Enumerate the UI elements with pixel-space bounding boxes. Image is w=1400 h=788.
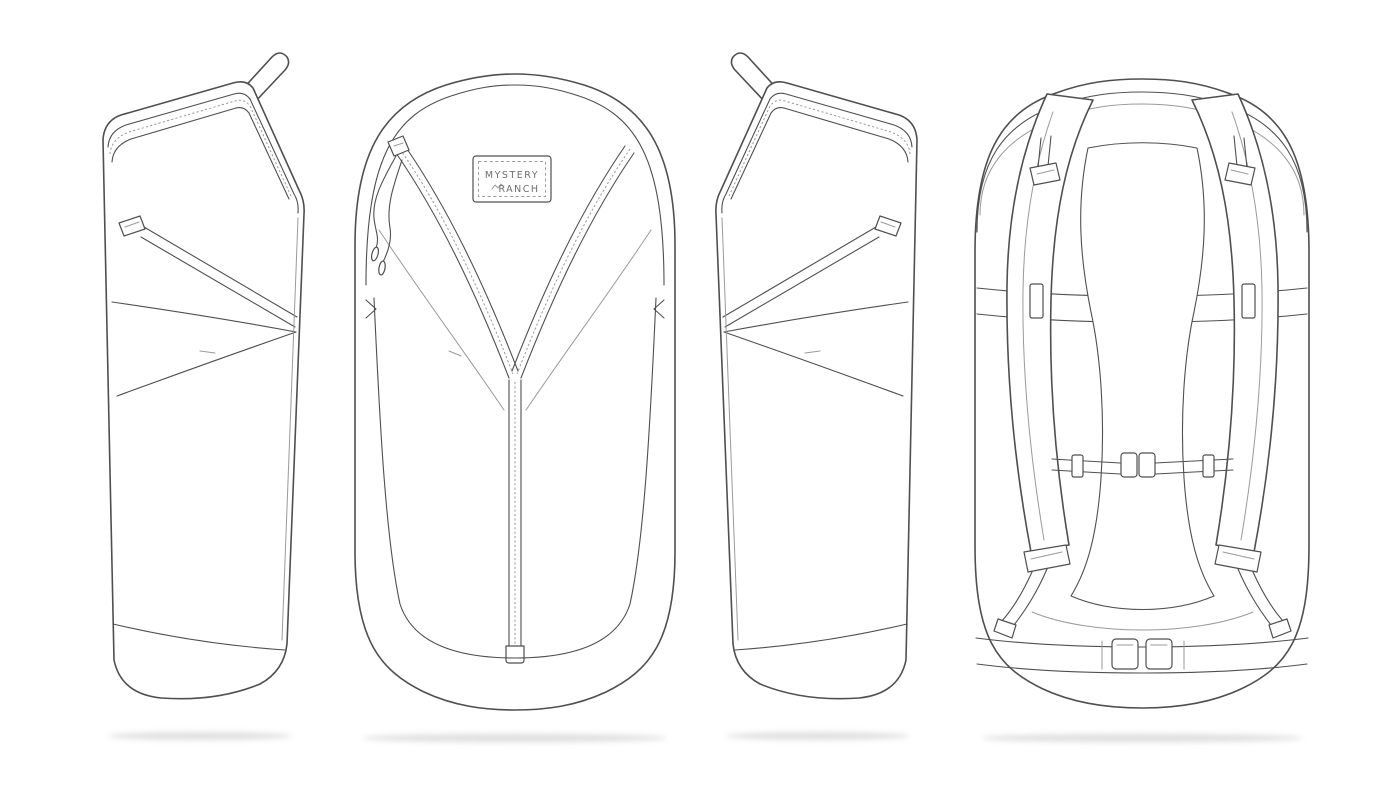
backpack-side-left-view: [102, 52, 305, 700]
webbing-keeper-left: [1029, 283, 1044, 319]
right-dart-notch: [653, 299, 665, 319]
zipper-pull-cord-2: [382, 159, 403, 263]
right-flap-seam: [525, 229, 652, 411]
brand-label-stitching: [478, 161, 546, 197]
back-padding-panel: [1070, 142, 1215, 610]
backpack-side-right-view: [715, 52, 918, 700]
sternum-left-top: [1051, 458, 1121, 464]
left-zipper-line-inner: [404, 145, 519, 372]
top-binding-arc-1: [976, 91, 1308, 233]
sternum-buckle-left: [1120, 452, 1138, 478]
brand-label-patch: MYSTERY RANCH: [472, 155, 552, 203]
right-zipper-teeth: [516, 148, 631, 375]
shadow-front: [363, 733, 667, 743]
sternum-buckle-right: [1138, 452, 1156, 478]
left-dart-notch: [365, 299, 377, 319]
hip-belt-bottom-edge: [976, 663, 1308, 674]
left-zipper-line-outer: [395, 152, 510, 379]
sternum-right-top: [1154, 458, 1234, 464]
zipper-pull-end-2: [378, 260, 386, 276]
brand-label-line1: MYSTERY: [485, 170, 539, 181]
sternum-slider-left: [1071, 454, 1084, 478]
top-binding-arc-2: [979, 103, 1305, 216]
hip-belt-top-edge: [975, 637, 1309, 648]
backpack-back-view: [974, 78, 1310, 709]
zipper-slider-detail: [393, 142, 404, 147]
left-zipper-teeth: [399, 148, 514, 375]
backpack-front-view: MYSTERY RANCH: [354, 73, 676, 711]
flap-tick: [448, 350, 462, 357]
contact-shadows: [108, 732, 1302, 743]
center-zipper-stop: [505, 645, 525, 664]
right-zipper-line-inner: [511, 145, 626, 372]
right-zipper-line-outer: [520, 152, 635, 379]
zipper-slider: [387, 135, 410, 157]
zipper-pull-end-1: [370, 246, 380, 262]
sternum-slider-right: [1202, 454, 1215, 478]
lumbar-pad-seam: [1031, 611, 1254, 631]
left-flap-seam: [378, 229, 505, 411]
brand-label-border: [472, 155, 552, 203]
sternum-strap: [1051, 452, 1234, 478]
shadow-back: [982, 733, 1302, 743]
brand-antler-mark: [491, 183, 505, 190]
shadow-side-right: [726, 732, 910, 740]
hip-belt-buckle-female: [1111, 638, 1139, 670]
hip-belt-buckle-male: [1145, 638, 1173, 670]
sternum-left-bottom: [1051, 469, 1121, 475]
shadow-side-left: [108, 732, 292, 740]
side-bottom-panel-seam: [373, 297, 657, 659]
brand-label-line2: RANCH: [498, 184, 539, 195]
webbing-keeper-right: [1241, 283, 1256, 319]
sternum-right-bottom: [1154, 469, 1234, 475]
zipper-pull-cord-1: [373, 155, 397, 249]
